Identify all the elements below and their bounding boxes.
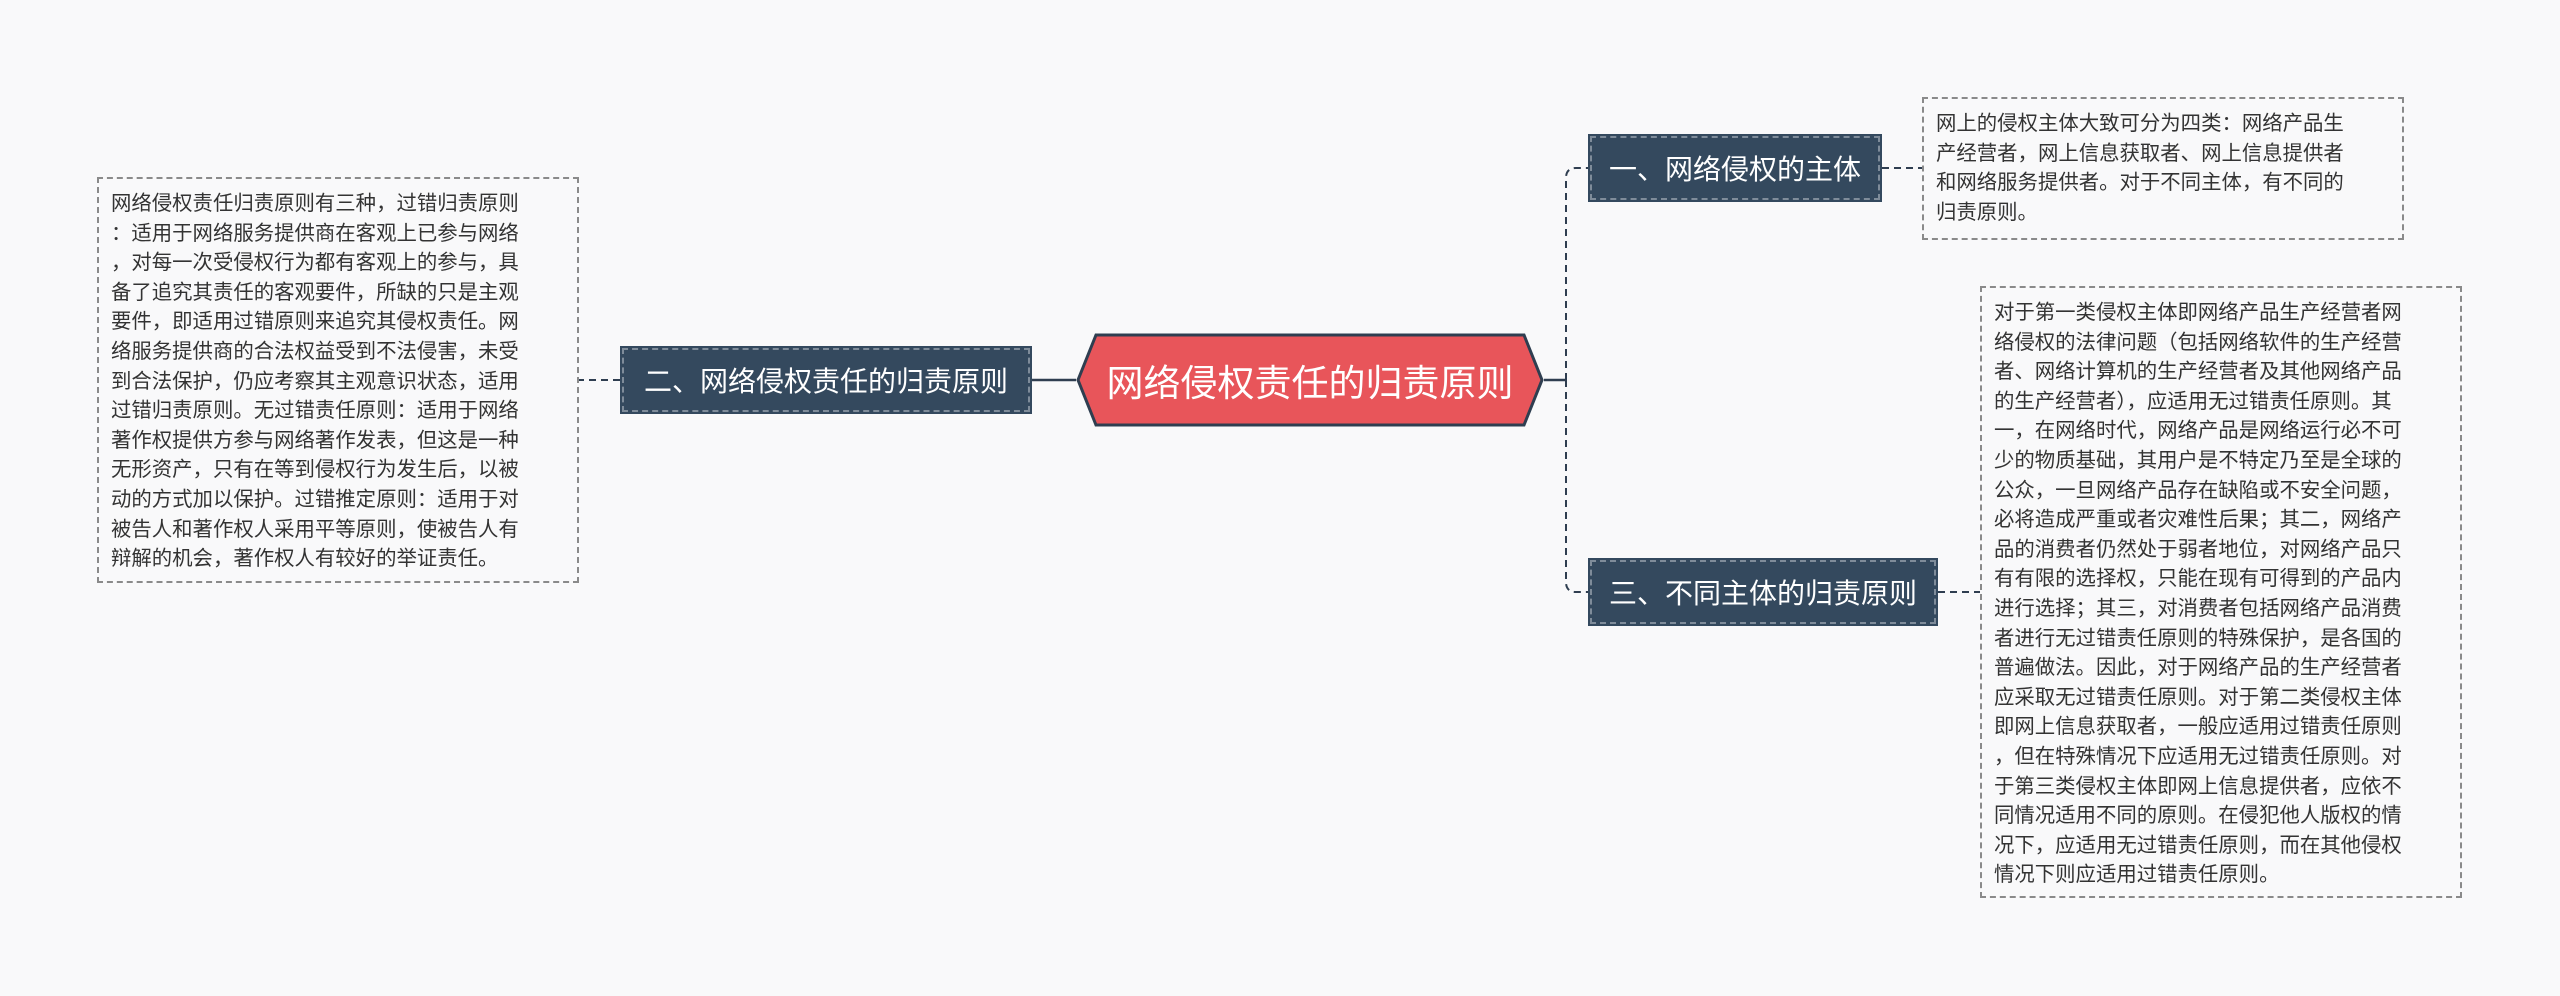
branch-principle[interactable]: 二、网络侵权责任的归责原则 [620,346,1032,414]
central-topic-shape [1076,333,1544,427]
leaf-subject-detail: 网上的侵权主体大致可分为四类：网络产品生 产经营者，网上信息获取者、网上信息提供… [1922,97,2404,240]
branch-subject[interactable]: 一、网络侵权的主体 [1588,134,1882,202]
central-topic[interactable]: 网络侵权责任的归责原则 [1076,333,1544,427]
branch-subject-label: 一、网络侵权的主体 [1608,153,1861,186]
branch-different[interactable]: 三、不同主体的归责原则 [1588,558,1938,626]
branch-principle-label: 二、网络侵权责任的归责原则 [643,365,1008,398]
leaf-different-detail: 对于第一类侵权主体即网络产品生产经营者网 络侵权的法律问题（包括网络软件的生产经… [1980,286,2462,898]
central-topic-title: 网络侵权责任的归责原则 [1106,362,1514,405]
connector-right-trunk [1565,167,1588,593]
branch-different-label: 三、不同主体的归责原则 [1608,577,1917,610]
leaf-principle-detail: 网络侵权责任归责原则有三种，过错归责原则 ：适用于网络服务提供商在客观上已参与网… [97,177,579,583]
